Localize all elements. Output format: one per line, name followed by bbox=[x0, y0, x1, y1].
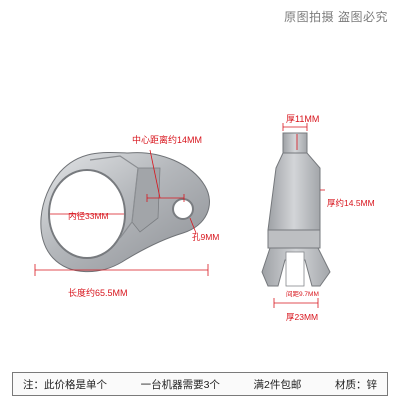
center-distance-label: 中心距离约14MM bbox=[132, 135, 203, 145]
thickness-bottom-label: 厚23MM bbox=[286, 312, 319, 322]
thickness-side-label: 厚约14.5MM bbox=[327, 198, 375, 208]
watermark: 原图拍摄 盗图必究 bbox=[284, 10, 388, 24]
clamp-ring-part bbox=[40, 151, 210, 273]
hole-label: 孔9MM bbox=[192, 232, 220, 242]
price-note: 注：此价格是单个 bbox=[23, 378, 107, 391]
clamp-side-part bbox=[261, 132, 331, 287]
gap-label: 间距9.7MM bbox=[286, 291, 319, 298]
dimension-lines bbox=[34, 123, 325, 308]
thickness-top-label: 厚11MM bbox=[286, 114, 320, 124]
info-bar: 注：此价格是单个 一台机器需要3个 满2件包邮 材质：锌 bbox=[12, 372, 388, 396]
promo-note: 满2件包邮 bbox=[253, 378, 302, 391]
length-label: 长度约65.5MM bbox=[68, 288, 128, 298]
machine-note: 一台机器需要3个 bbox=[140, 378, 220, 391]
material-note: 材质：锌 bbox=[334, 378, 377, 391]
product-photo bbox=[34, 123, 331, 308]
inner-diameter-label: 内径33MM bbox=[68, 211, 109, 221]
